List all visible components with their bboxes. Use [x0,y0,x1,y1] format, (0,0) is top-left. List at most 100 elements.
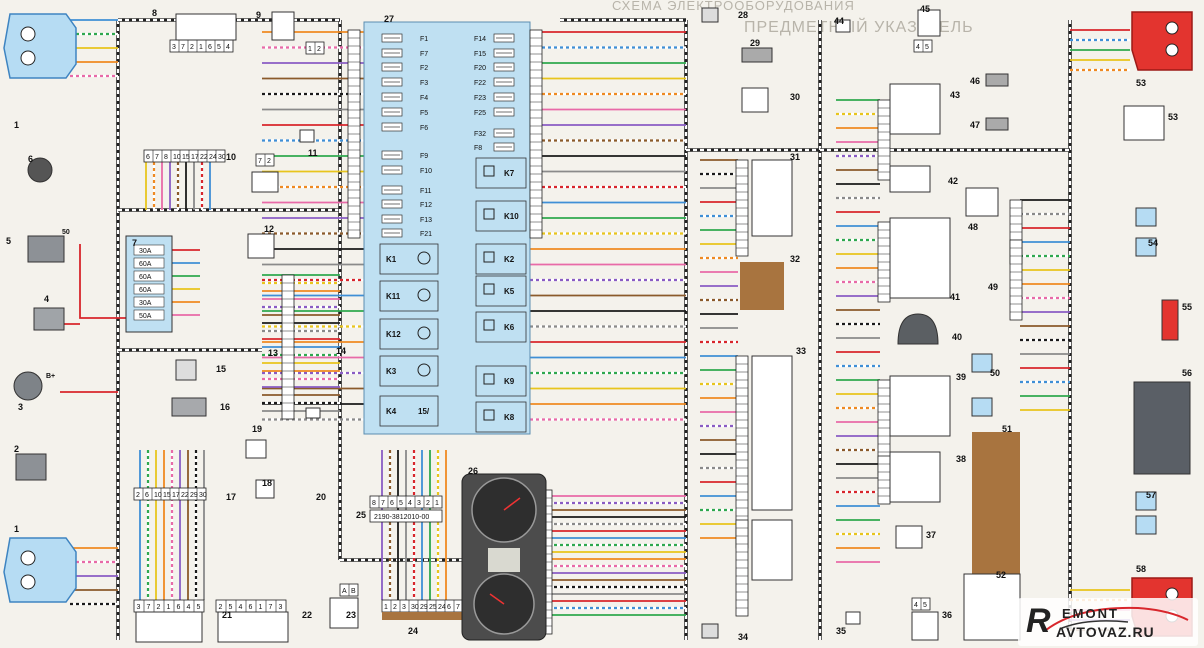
watermark-logo: R EMONT AVTOVAZ.RU [1018,598,1198,646]
logo-line-2: AVTOVAZ.RU [1056,624,1155,640]
connector-23-pin-0: A [342,588,347,595]
fuse-label-f4: F4 [420,95,428,102]
power-fuse-1 [133,257,165,269]
connector-25-pin-6: 2 [426,500,430,507]
connector-25-pin-0: 8 [372,500,376,507]
component-number-lamp-58: 58 [1136,564,1146,574]
fuse-label-f9: F9 [420,153,428,160]
connector-10-pin-1: 7 [155,154,159,161]
connector-8-pin-4: 6 [208,44,212,51]
fuse-group: F1F7F2F3F4F5F6F9F10F11F12F13F21F14F15F20… [381,33,515,238]
relay-icon-k2 [483,251,495,263]
switch-43-body [889,83,941,135]
taillight-top [1131,11,1193,71]
logo-line-1: EMONT [1062,606,1119,621]
fuse-label-f22: F22 [474,80,486,87]
relay-k2 [475,243,527,275]
relay-icon-k12 [417,326,431,340]
motor-37-icon [895,525,923,549]
connector-36-pin-0: 4 [914,602,918,609]
connector-24-pin-0: 1 [384,604,388,611]
power-fuse-4 [133,296,165,308]
component-number-sensor-29: 29 [750,38,760,48]
connector-8-body [175,13,237,41]
lamp-58-icon-1 [1135,491,1157,511]
component-number-taillight-top: 53 [1136,78,1146,88]
relay-k10 [475,200,527,232]
fan-15-icon [175,359,197,381]
module-51 [972,432,1020,582]
connector-23-pin-1: B [351,588,356,595]
component-number-starter: 5 [6,236,11,246]
connector-25-pin-3: 5 [399,500,403,507]
switch-33-body [751,355,793,511]
component-number-motor-23: 23 [346,610,356,620]
relay-icon-k11 [417,288,431,302]
lamp-50-icon-2 [971,397,993,417]
fuse-label-f7: F7 [420,51,428,58]
speedometer-needle [489,593,505,605]
relay-icon-k9 [483,373,495,385]
fuse-label-f5: F5 [420,110,428,117]
stop-lamp-56 [1161,299,1179,341]
component-number-sensor-44: 44 [834,16,844,26]
connector-24-pin-3: 30 [411,604,419,611]
connector-8-pin-2: 2 [190,44,194,51]
component-number-connector-10: 10 [226,152,236,162]
component-number-horn: 6 [28,154,33,164]
wire-layer [60,18,1130,640]
alternator-terminal-label: B+ [46,373,55,380]
component-number-connector-49: 49 [988,282,998,292]
lamp-55-icon-2 [1135,237,1157,257]
connector-8-pin-6: 4 [226,44,230,51]
component-number-motor-36: 36 [942,610,952,620]
connector-8-pin-1: 7 [181,44,185,51]
connector-10-pin-7: 24 [209,154,217,161]
component-number-fan-15: 15 [216,364,226,374]
power-fuse-label-1: 60A [139,261,152,268]
component-number-power-fuse-box: 7 [132,238,137,248]
connector-22-pin-6: 3 [279,604,283,611]
connector-8-pin-0: 3 [172,44,176,51]
sensor-20-icon [305,407,321,419]
relay-label-k3: K3 [386,367,397,376]
relay-label-k6: K6 [504,323,515,332]
connector-24-pin-6: 24 [438,604,446,611]
relay-label-k8: K8 [504,413,515,422]
relay-k1 [379,243,439,275]
component-number-switch-33: 33 [796,346,806,356]
power-fuse-label-5: 50A [139,313,152,320]
component-number-switch-43: 43 [950,90,960,100]
component-number-dome-lamp-40: 40 [952,332,962,342]
connector-45-pin-1: 5 [925,44,929,51]
component-number-relay-31: 31 [790,152,800,162]
connector-21-pin-4: 6 [177,604,181,611]
sensor-44-icon [835,19,851,33]
switch-18-icon [255,479,275,499]
power-fuse-0 [133,244,165,256]
connector-24-pin-1: 2 [393,604,397,611]
relay-k8 [475,401,527,433]
headlight-left-top [3,13,77,79]
component-number-washer-16: 16 [220,402,230,412]
component-number-connector-13: 13 [268,348,278,358]
fuse-label-f3: F3 [420,80,428,87]
connector-24-pin-5: 25 [429,604,437,611]
relay-icon-k7 [483,165,495,177]
connector-21-pin-5: 4 [187,604,191,611]
component-number-sensor-46: 46 [970,76,980,86]
alternator-3-icon [13,371,43,401]
connector-12a-pin-0: 7 [258,158,262,165]
connector-21-pin-1: 7 [147,604,151,611]
component-number-sensor-9: 9 [256,10,261,20]
connector-17-pin-1: 6 [145,492,149,499]
connector-17-pin-7: 30 [199,492,207,499]
fuse-label-f10: F10 [420,168,432,175]
component-number-sensor-47: 47 [970,120,980,130]
component-number-instrument-cluster: 26 [468,466,478,476]
relay-label-k12: K12 [386,330,401,339]
lamp-28-icon [701,7,719,23]
connector-10-pin-6: 22 [200,154,208,161]
